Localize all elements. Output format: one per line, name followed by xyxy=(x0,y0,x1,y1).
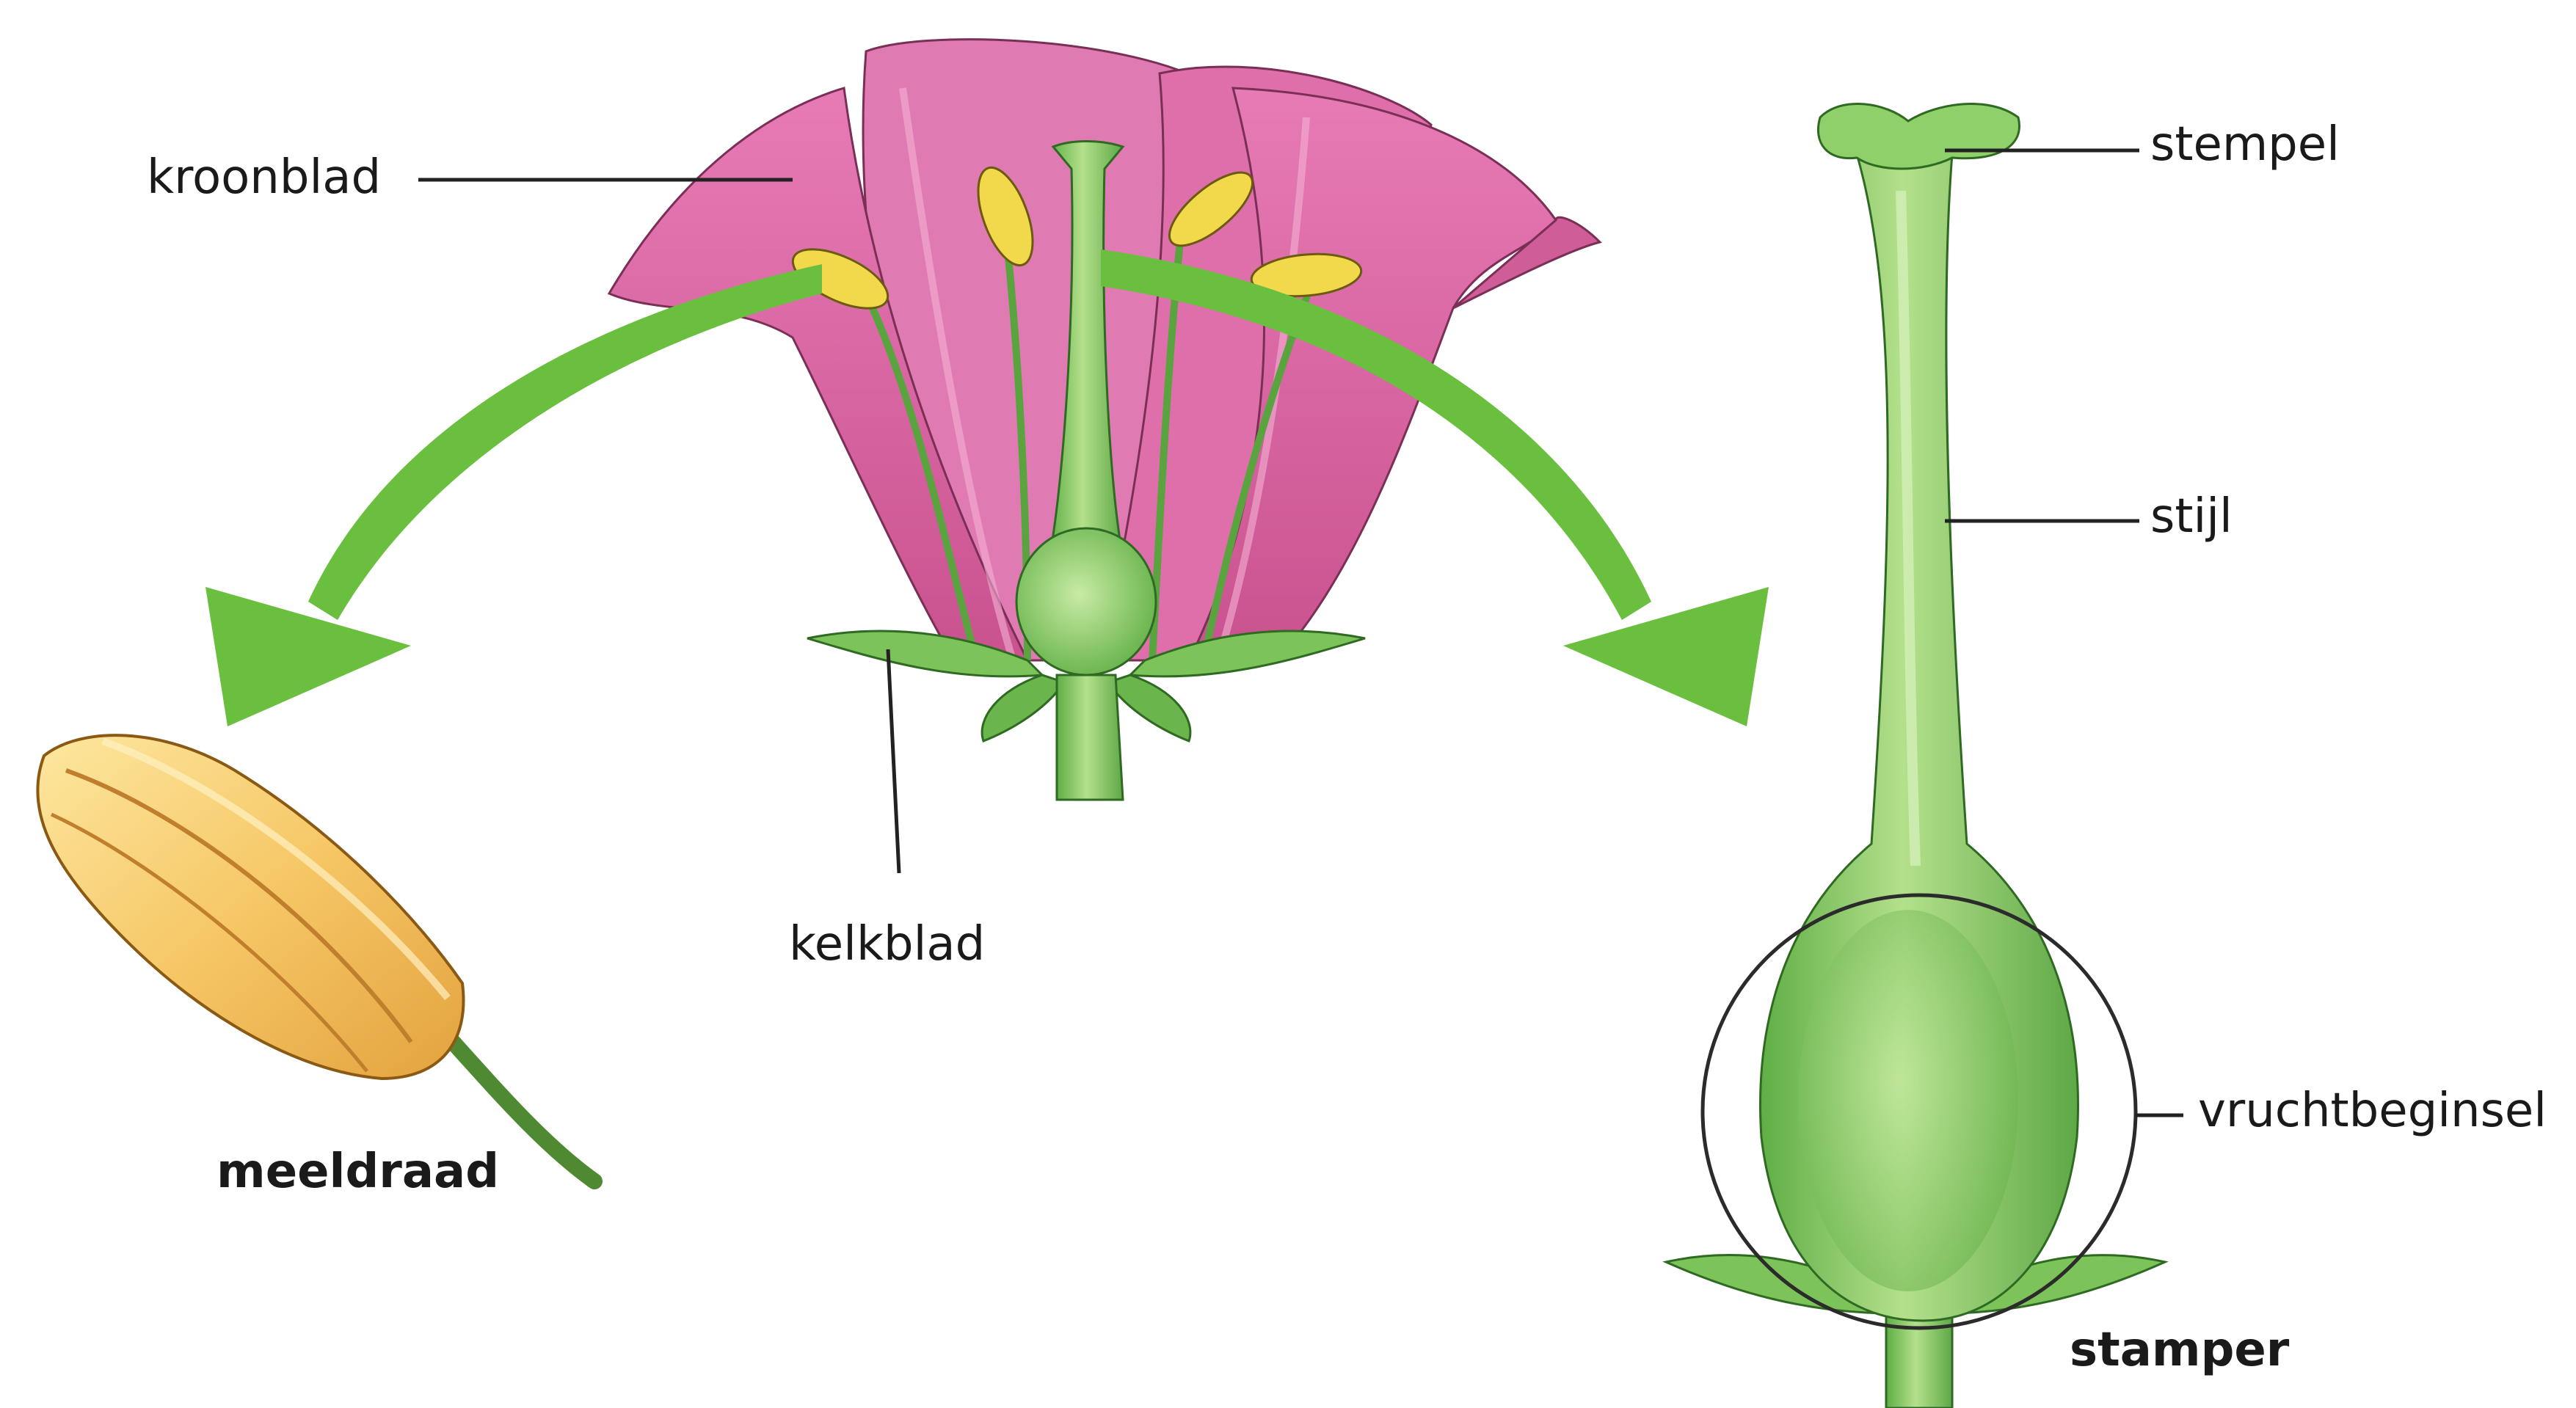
label-vruchtbeginsel: vruchtbeginsel xyxy=(2198,1087,2547,1134)
stamen-detail xyxy=(37,735,594,1181)
label-meeldraad: meeldraad xyxy=(217,1148,499,1195)
label-kelkblad: kelkblad xyxy=(789,921,985,968)
pistil-detail xyxy=(1666,103,2165,1408)
label-stijl: stijl xyxy=(2150,493,2233,540)
label-stamper: stamper xyxy=(2070,1327,2289,1374)
label-stempel: stempel xyxy=(2150,121,2340,168)
leader-kelkblad xyxy=(888,649,899,873)
stigma-shape xyxy=(1818,103,2019,169)
label-kroonblad: kroonblad xyxy=(147,154,381,201)
flower-stem xyxy=(1057,675,1123,800)
arrow-left xyxy=(205,264,822,726)
